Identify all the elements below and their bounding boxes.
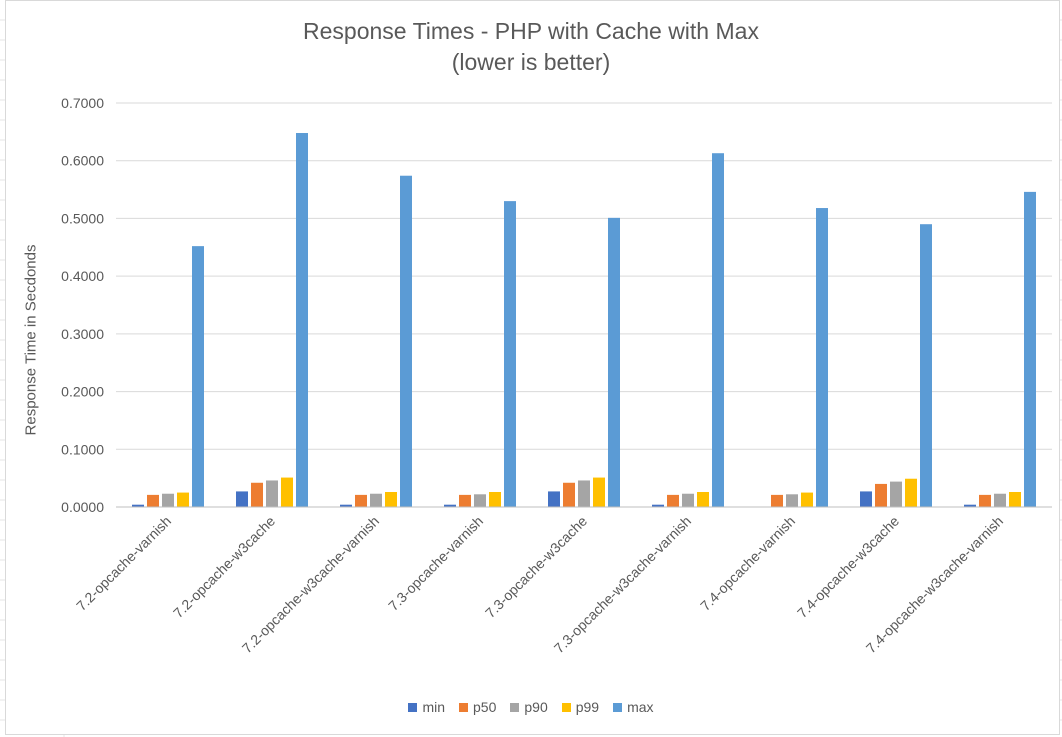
x-tick-label: 7.2-opcache-varnish (73, 513, 174, 614)
bar-p50[interactable] (979, 494, 991, 507)
x-tick-label: 7.2-opcache-w3cache (170, 513, 278, 621)
bar-max[interactable] (816, 208, 828, 508)
bar-p50[interactable] (355, 494, 367, 507)
bar-min[interactable] (548, 491, 560, 507)
bar-min[interactable] (340, 504, 352, 507)
bar-p99[interactable] (593, 477, 605, 507)
bar-min[interactable] (444, 504, 456, 507)
bar-min[interactable] (860, 491, 872, 507)
y-tick-label: 0.6000 (61, 153, 104, 169)
bar-p50[interactable] (459, 494, 471, 507)
bar-max[interactable] (400, 175, 412, 507)
legend-label: p99 (575, 699, 600, 715)
legend-item-p90[interactable]: p90 (510, 699, 548, 715)
legend-swatch (459, 702, 469, 712)
bar-p99[interactable] (1009, 491, 1021, 507)
bar-p90[interactable] (266, 480, 278, 507)
y-tick-label: 0.2000 (61, 384, 104, 400)
bar-p50[interactable] (251, 482, 263, 507)
chart-title-line: Response Times - PHP with Cache with Max (303, 18, 759, 44)
legend-label: p90 (524, 699, 548, 715)
bar-p90[interactable] (786, 494, 798, 507)
legend-item-p50[interactable]: p50 (459, 699, 496, 715)
y-tick-label: 0.0000 (61, 499, 104, 515)
bar-p99[interactable] (801, 492, 813, 507)
bar-max[interactable] (296, 133, 308, 508)
chart-subtitle: (lower is better) (451, 49, 611, 75)
x-tick-label: 7.3-opcache-w3cache (482, 513, 590, 621)
bar-min[interactable] (236, 491, 248, 507)
bar-p99[interactable] (489, 491, 501, 507)
bar-max[interactable] (712, 153, 724, 507)
legend-swatch (561, 702, 571, 712)
legend-item-max[interactable]: max (613, 699, 654, 715)
bar-p90[interactable] (890, 481, 902, 507)
legend-item-min[interactable]: min (408, 699, 445, 715)
bar-max[interactable] (608, 217, 620, 507)
y-tick-label: 0.1000 (61, 441, 104, 457)
bar-max[interactable] (1024, 191, 1036, 507)
legend-swatch (613, 702, 623, 712)
bar-p90[interactable] (578, 480, 590, 507)
bar-p99[interactable] (177, 492, 189, 507)
bar-p99[interactable] (281, 477, 293, 507)
legend-label: min (422, 699, 446, 715)
x-tick-label: 7.4-opcache-w3cache (794, 513, 902, 621)
bar-p90[interactable] (682, 493, 694, 507)
y-tick-label: 0.3000 (61, 326, 104, 342)
bar-p99[interactable] (697, 491, 709, 507)
bar-p50[interactable] (875, 483, 887, 507)
legend: min p50 p90 p99 max (0, 699, 1062, 715)
bar-p90[interactable] (994, 493, 1006, 507)
bar-p90[interactable] (162, 493, 174, 507)
bar-min[interactable] (652, 504, 664, 507)
bar-p90[interactable] (474, 494, 486, 507)
y-tick-label: 0.4000 (61, 268, 104, 284)
bar-p50[interactable] (667, 494, 679, 507)
legend-label: max (627, 699, 654, 715)
bar-p99[interactable] (905, 478, 917, 507)
legend-swatch (408, 702, 418, 712)
chart-title: Response Times - PHP with Cache with Max… (0, 16, 1062, 78)
legend-swatch (510, 702, 520, 712)
bar-p90[interactable] (370, 493, 382, 507)
chart-area[interactable] (5, 0, 1060, 735)
bar-max[interactable] (504, 201, 516, 507)
x-tick-label: 7.3-opcache-varnish (385, 513, 486, 614)
bar-p50[interactable] (563, 482, 575, 507)
legend-label: p50 (473, 699, 497, 715)
bar-p99[interactable] (385, 491, 397, 507)
x-tick-label: 7.4-opcache-varnish (697, 513, 798, 614)
bar-p50[interactable] (147, 494, 159, 507)
bar-max[interactable] (192, 246, 204, 508)
bar-min[interactable] (964, 504, 976, 507)
bar-max[interactable] (920, 224, 932, 507)
legend-item-p99[interactable]: p99 (561, 699, 600, 715)
bar-p50[interactable] (771, 494, 783, 507)
bar-min[interactable] (132, 504, 144, 507)
y-tick-label: 0.7000 (61, 95, 104, 111)
y-tick-label: 0.5000 (61, 210, 104, 226)
